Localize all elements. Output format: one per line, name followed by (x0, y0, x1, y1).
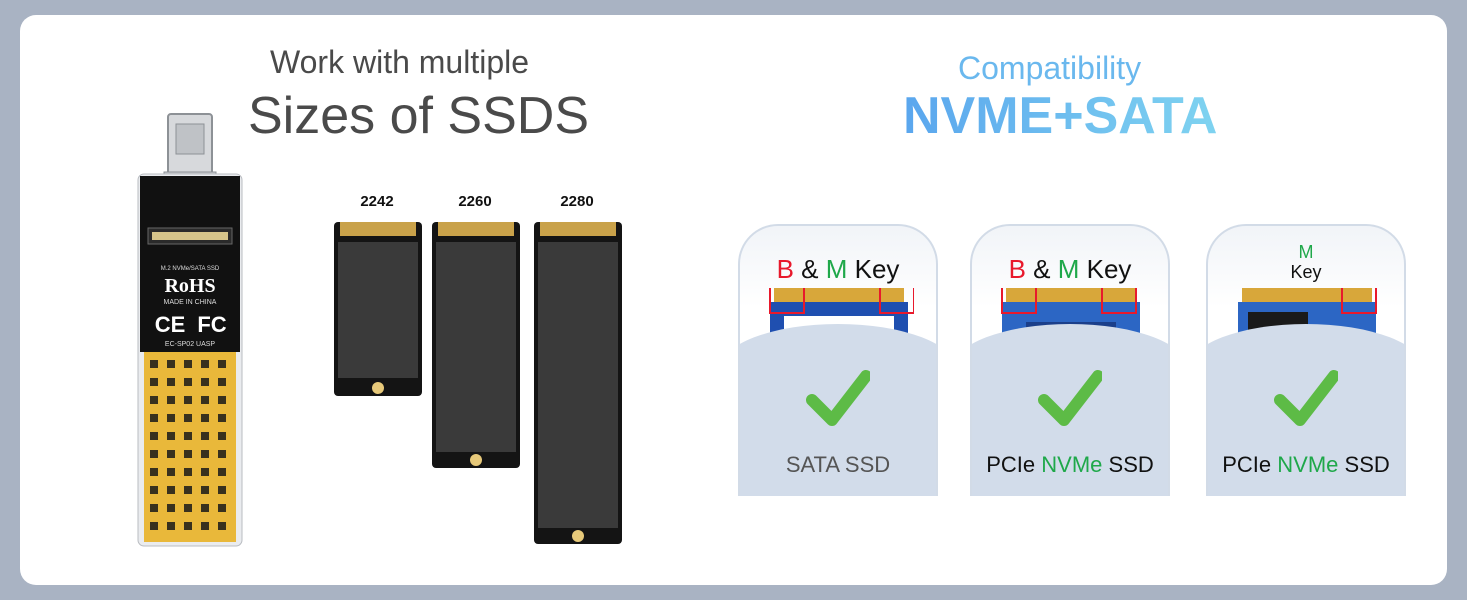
ssd-2260 (432, 222, 520, 468)
heatsink-pattern (167, 486, 175, 494)
heatsink-pattern (201, 432, 209, 440)
heatsink-pattern (167, 432, 175, 440)
compat-card-sata: B & M Key SATA SSD (738, 224, 938, 496)
heatsink-pattern (184, 378, 192, 386)
heatsink-pattern (218, 450, 226, 458)
ssd-modules-image (334, 222, 622, 544)
heatsink-pattern (184, 360, 192, 368)
left-title: Sizes of SSDS (248, 87, 590, 145)
heatsink-pattern (218, 486, 226, 494)
heatsink-pattern (218, 414, 226, 422)
heatsink-pattern (201, 468, 209, 476)
heatsink-pattern (150, 450, 158, 458)
heatsink-pattern (184, 450, 192, 458)
right-title: NVME+SATA (903, 87, 1218, 145)
heatsink-pattern (184, 486, 192, 494)
size-label-2260: 2260 (458, 193, 492, 210)
heatsink-pattern (184, 396, 192, 404)
heatsink-pattern (150, 414, 158, 422)
check-icon (1274, 370, 1338, 426)
made-in-text: MADE IN CHINA (164, 299, 217, 306)
left-subtitle: Work with multiple (270, 44, 530, 80)
key-title: B & M Key (972, 254, 1168, 285)
ssd-type-label: SATA SSD (785, 452, 891, 477)
heatsink-pattern (184, 414, 192, 422)
check-icon (806, 370, 870, 426)
heatsink-pattern (150, 432, 158, 440)
heatsink-pattern (150, 468, 158, 476)
heatsink-pattern (218, 522, 226, 530)
heatsink-pattern (184, 432, 192, 440)
heatsink-pattern (167, 360, 175, 368)
heatsink-pattern (201, 504, 209, 512)
ssd-2242 (334, 222, 422, 396)
fc-mark: FC (197, 312, 226, 337)
heatsink-pattern (167, 468, 175, 476)
enclosure-model-text: M.2 NVMe/SATA SSD (161, 266, 220, 272)
key-m-label: M (1057, 254, 1080, 284)
heatsink-pattern (218, 432, 226, 440)
key-b-label: B (1008, 254, 1026, 284)
heatsink-pattern (218, 396, 226, 404)
key-m-label: M (1298, 242, 1314, 262)
heatsink-pattern (184, 504, 192, 512)
key-word: Key (1290, 262, 1322, 282)
key-amp: & (801, 254, 819, 284)
key-word: Key (1086, 254, 1132, 284)
key-amp: & (1033, 254, 1051, 284)
heatsink-pattern (218, 504, 226, 512)
key-b-label: B (776, 254, 794, 284)
heatsink-pattern (201, 360, 209, 368)
heatsink-pattern (150, 504, 158, 512)
heatsink-pattern (201, 486, 209, 494)
heatsink-pattern (184, 468, 192, 476)
heatsink-pattern (218, 378, 226, 386)
heatsink-pattern (201, 378, 209, 386)
part-number-text: EC-SP02 UASP (165, 341, 216, 348)
compat-card-nvme-m: M Key PCIe NVMe SSD (1206, 224, 1406, 496)
heatsink-pattern (167, 396, 175, 404)
heatsink-pattern (150, 378, 158, 386)
heatsink-pattern (167, 378, 175, 386)
heatsink-pattern (218, 360, 226, 368)
heatsink-pattern (167, 522, 175, 530)
heatsink-pattern (184, 522, 192, 530)
key-title: M Key (1208, 242, 1404, 282)
heatsink-pattern (218, 468, 226, 476)
key-m-label: M (825, 254, 848, 284)
ssd-type-label: PCIe NVMe SSD (986, 452, 1154, 477)
size-label-2242: 2242 (360, 193, 394, 210)
heatsink-pattern (201, 450, 209, 458)
heatsink-pattern (150, 486, 158, 494)
heatsink-pattern (201, 414, 209, 422)
heatsink-pattern (201, 522, 209, 530)
rohs-text: RoHS (164, 275, 215, 297)
check-icon (1038, 370, 1102, 426)
key-title: B & M Key (740, 254, 936, 285)
key-word: Key (854, 254, 900, 284)
heatsink-pattern (150, 396, 158, 404)
ssd-enclosure-image: M.2 NVMe/SATA SSD RoHS MADE IN CHINA CE … (137, 113, 243, 547)
heatsink-pattern (150, 522, 158, 530)
heatsink-pattern (167, 504, 175, 512)
heatsink-pattern (167, 414, 175, 422)
ssd-type-label: PCIe NVMe SSD (1222, 452, 1390, 477)
heatsink-pattern (167, 450, 175, 458)
size-label-2280: 2280 (560, 193, 594, 210)
heatsink-pattern (150, 360, 158, 368)
compat-card-nvme-bm: B & M Key PCIe NVMe SSD (970, 224, 1170, 496)
ce-mark: CE (155, 312, 186, 337)
ssd-2280 (534, 222, 622, 544)
right-subtitle: Compatibility (958, 50, 1142, 86)
heatsink-pattern (201, 396, 209, 404)
